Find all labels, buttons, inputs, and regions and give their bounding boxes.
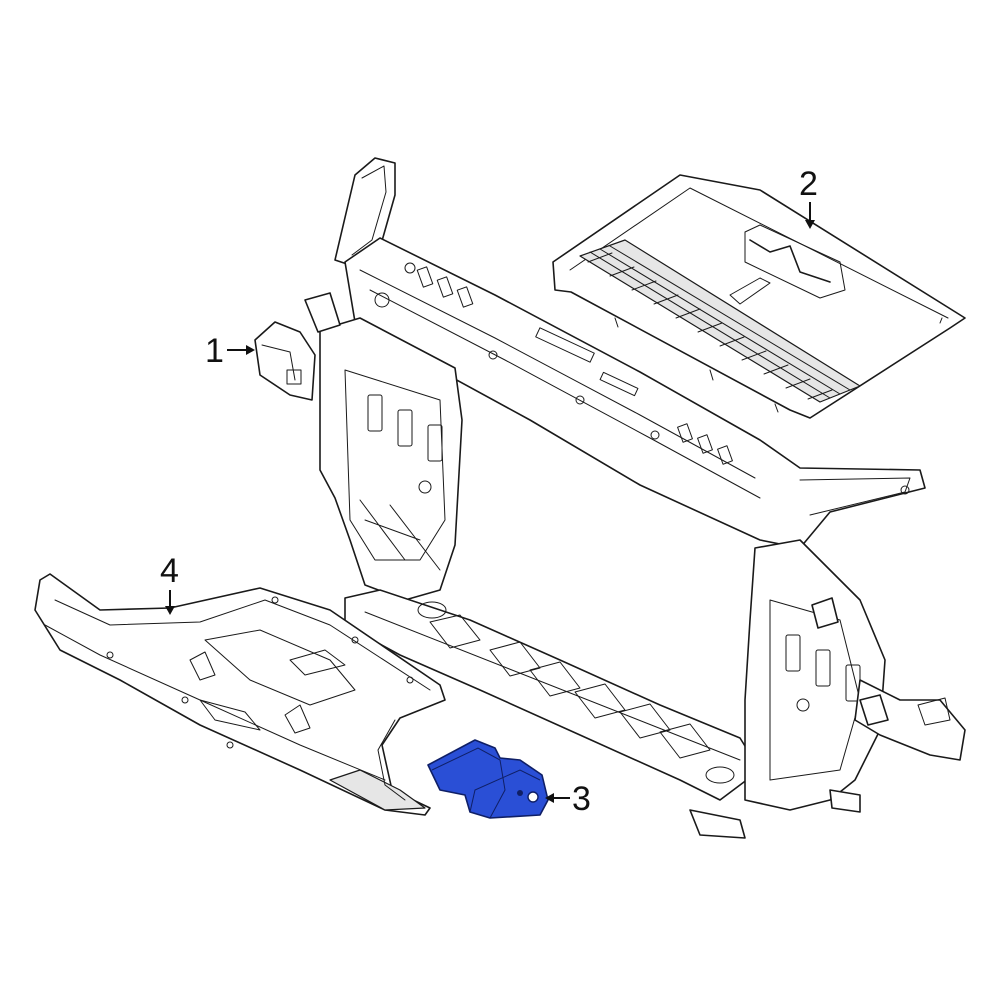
highlighted-bracket-part-3	[427, 739, 549, 819]
callout-3: 3	[545, 780, 591, 818]
callout-label-4: 4	[160, 552, 179, 590]
bracket-part-1	[254, 292, 341, 401]
callout-4: 4	[160, 552, 179, 615]
callout-label-3: 3	[572, 780, 591, 818]
callout-label-2: 2	[799, 165, 818, 203]
callout-2: 2	[799, 165, 818, 229]
grille-cover-part	[552, 174, 966, 419]
splash-shield-part	[34, 573, 446, 816]
radiator-support-frame	[254, 157, 966, 839]
callout-1: 1	[205, 332, 255, 370]
callout-label-1: 1	[205, 332, 224, 370]
